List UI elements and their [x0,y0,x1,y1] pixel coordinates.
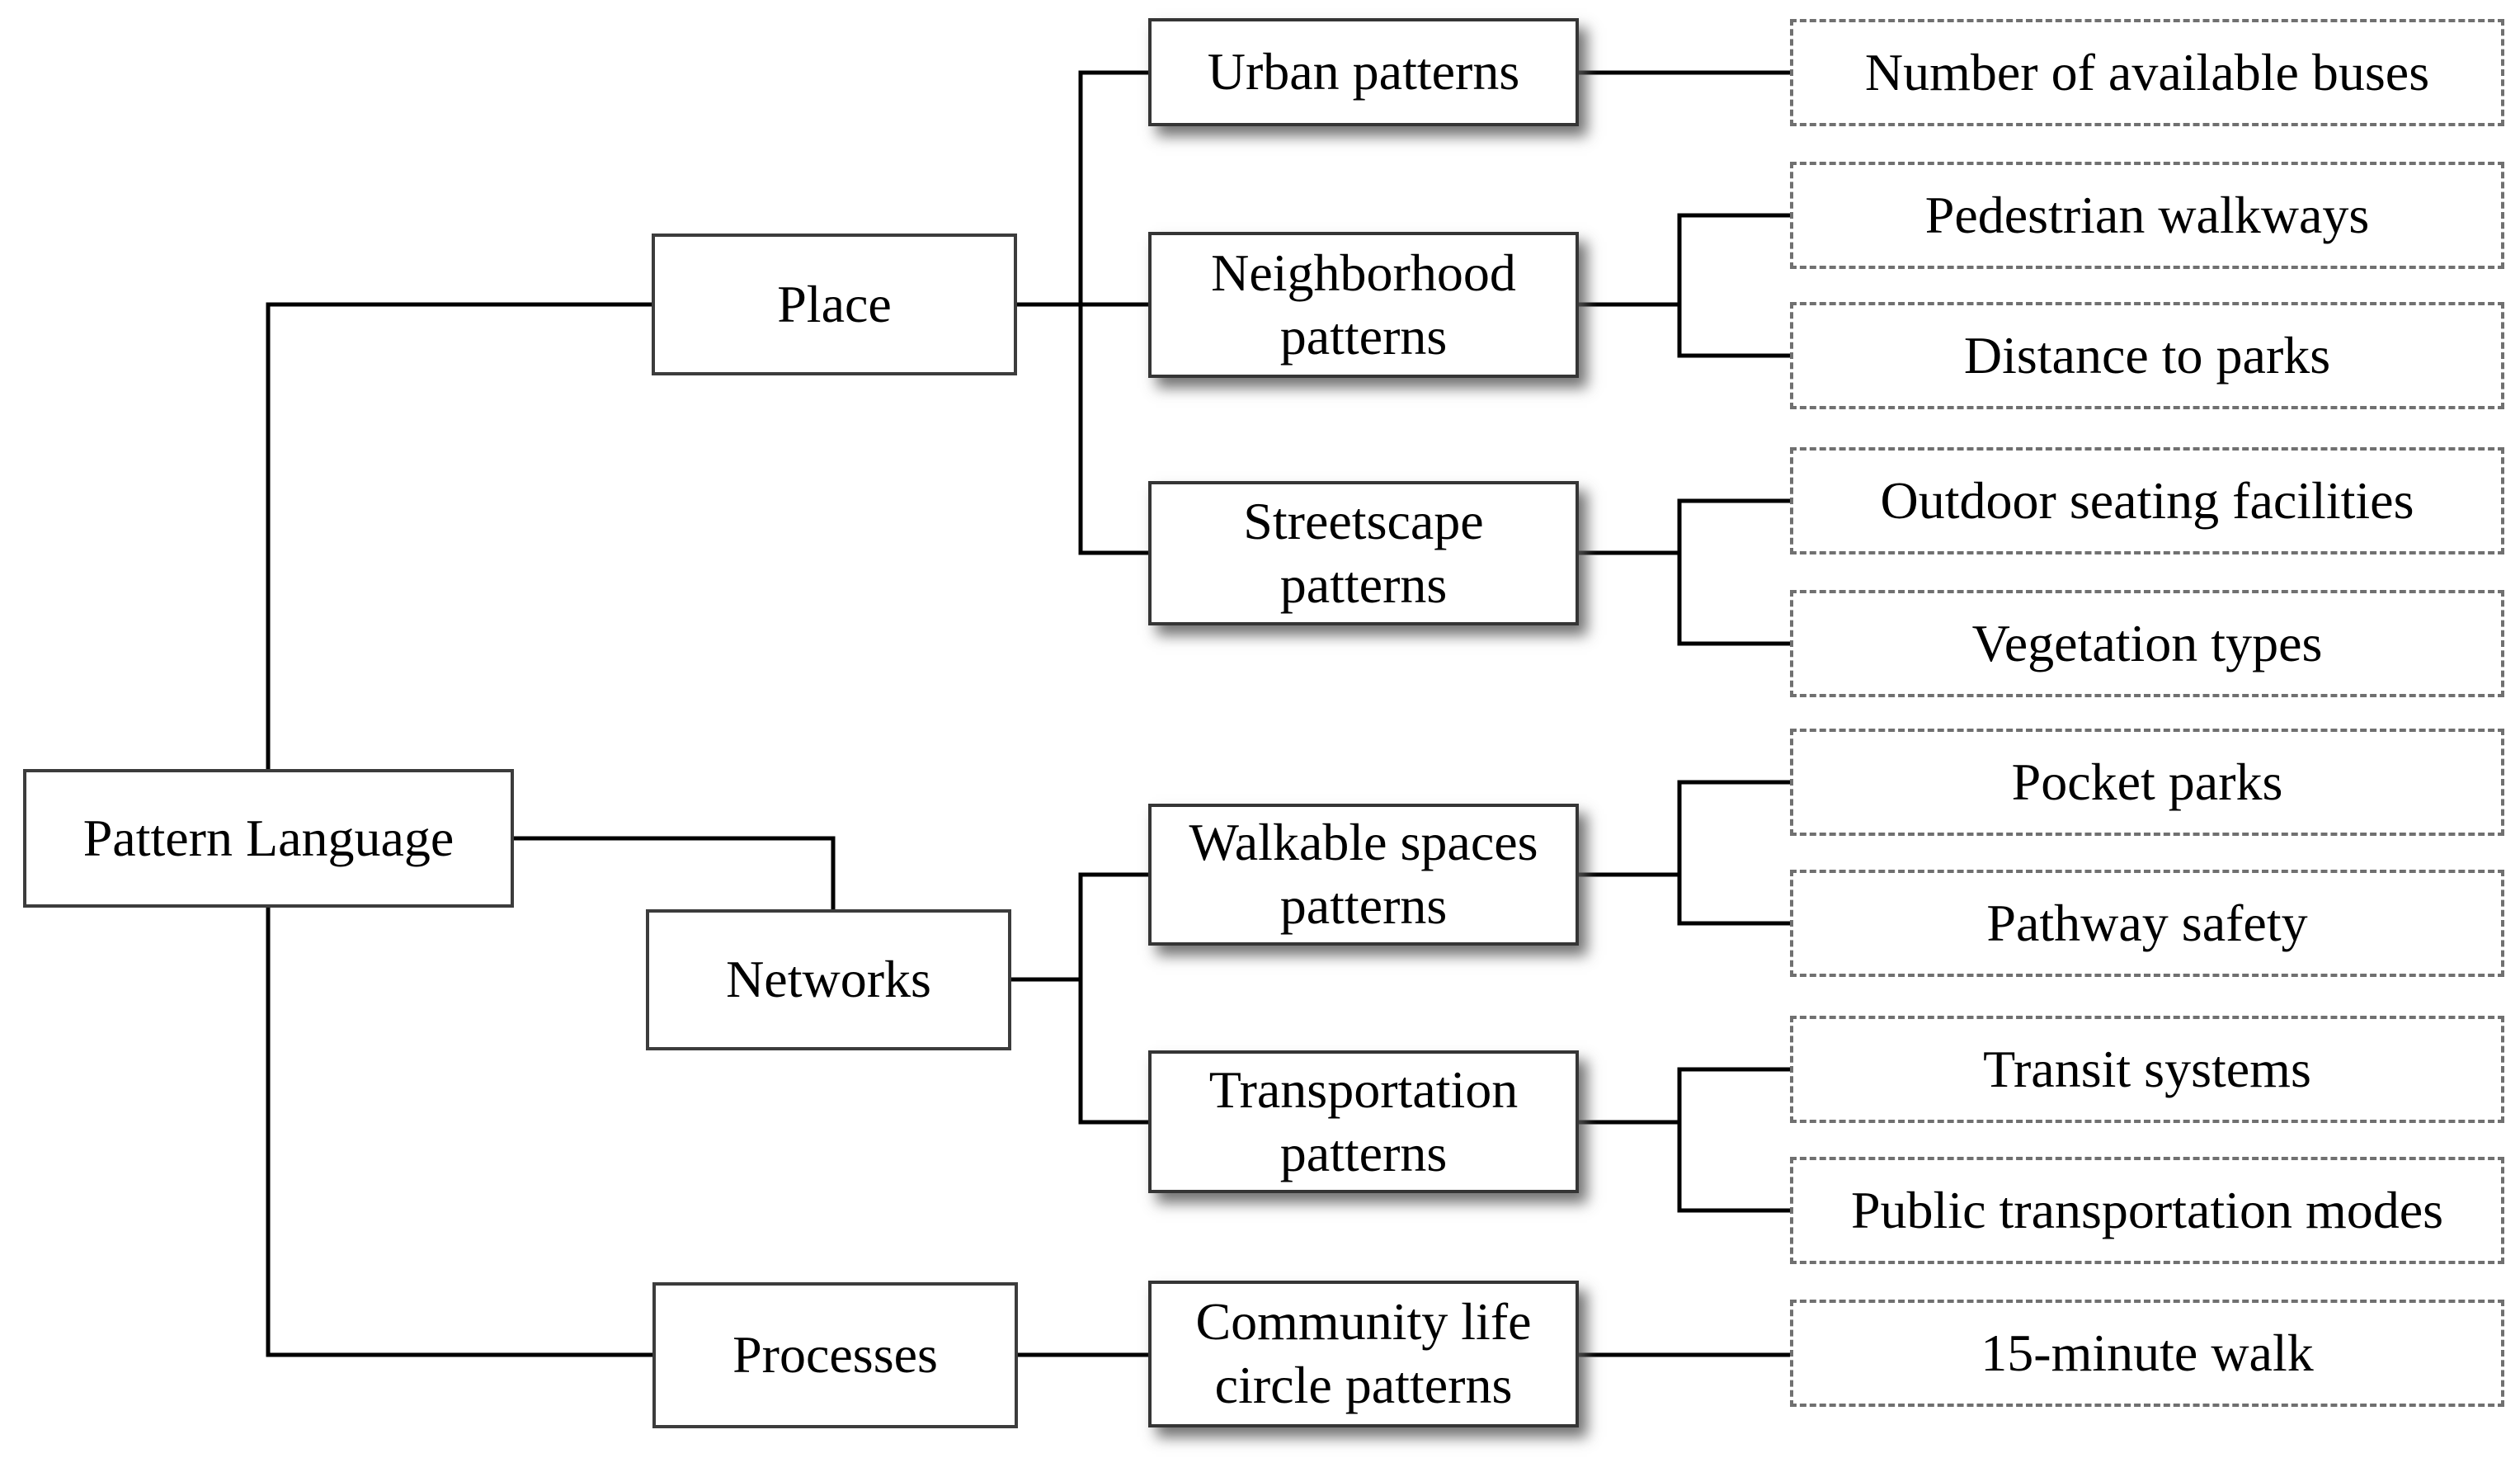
node-community-life-circle-patterns: Community life circle patterns [1148,1281,1579,1427]
edge-walkable-bracket [1677,780,1792,926]
leaf-transit-systems: Transit systems [1790,1016,2504,1123]
node-pattern-language: Pattern Language [23,769,514,908]
edge-place-children-trunk [1078,70,1153,555]
leaf-pocket-parks: Pocket parks [1790,729,2504,836]
leaf-outdoor-seating-facilities: Outdoor seating facilities [1790,447,2504,554]
leaf-fifteen-minute-walk: 15-minute walk [1790,1300,2504,1407]
edge-streetscape-bracket [1677,498,1792,646]
leaf-vegetation-types: Vegetation types [1790,590,2504,697]
node-streetscape-patterns: Streetscape patterns [1148,481,1579,625]
edge-networks-children-trunk [1078,872,1153,1125]
node-transportation-patterns: Transportation patterns [1148,1050,1579,1193]
edge-root-processes [266,908,656,1357]
edge-transportation-bracket [1677,1067,1792,1213]
node-urban-patterns: Urban patterns [1148,18,1579,126]
edge-root-place [266,302,656,769]
leaf-pathway-safety: Pathway safety [1790,870,2504,977]
edge-root-networks [511,836,836,913]
node-place: Place [652,234,1017,375]
node-neighborhood-patterns: Neighborhood patterns [1148,232,1579,378]
node-networks: Networks [646,909,1011,1050]
leaf-public-transportation-modes: Public transportation modes [1790,1157,2504,1264]
node-walkable-spaces-patterns: Walkable spaces patterns [1148,804,1579,946]
leaf-number-of-available-buses: Number of available buses [1790,19,2504,126]
leaf-pedestrian-walkways: Pedestrian walkways [1790,162,2504,269]
edge-neighborhood-bracket [1677,213,1792,358]
node-processes: Processes [652,1282,1018,1428]
leaf-distance-to-parks: Distance to parks [1790,302,2504,409]
